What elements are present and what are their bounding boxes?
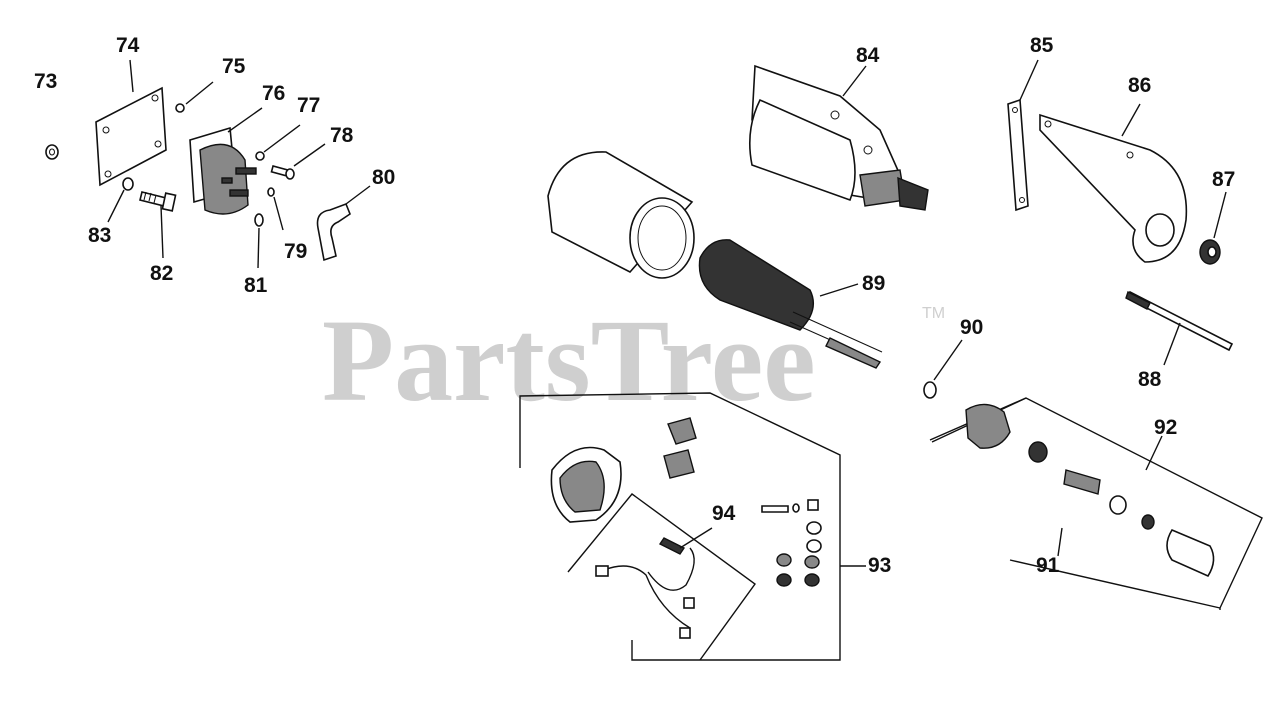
part-75-nut[interactable] [175,103,185,113]
callouts: 73 74 75 76 77 78 79 80 81 82 83 84 85 8… [34,34,1235,577]
part-79-washer[interactable] [267,187,275,197]
part-85-strap[interactable] [1007,98,1029,212]
part-86-bracket[interactable] [1039,113,1188,263]
callout-88[interactable]: 88 [1138,368,1162,391]
part-drive-pinion [965,403,1011,449]
callout-89[interactable]: 89 [862,272,885,295]
callout-91[interactable]: 91 [1036,554,1060,577]
part-hardware-set [761,499,822,587]
callout-78[interactable]: 78 [330,124,354,147]
callout-87[interactable]: 87 [1212,168,1235,191]
callout-81[interactable]: 81 [244,274,268,297]
part-89-armature[interactable] [698,239,883,369]
kit-93-outline [519,392,841,661]
watermark-text: PartsTree [322,295,816,426]
leaders-left [107,59,371,269]
part-74-gasket-plate[interactable] [95,86,167,187]
callout-77[interactable]: 77 [297,94,320,117]
part-drive-components [1028,441,1215,578]
part-brush-wiring [595,537,695,639]
callout-90[interactable]: 90 [960,316,983,339]
callout-74[interactable]: 74 [116,34,140,57]
callout-73[interactable]: 73 [34,70,57,93]
part-78-screw[interactable] [270,165,295,180]
part-82-bolt[interactable] [139,191,177,212]
callout-86[interactable]: 86 [1128,74,1151,97]
callout-82[interactable]: 82 [150,262,173,285]
callout-76[interactable]: 76 [262,82,285,105]
part-83-washer[interactable] [122,177,134,191]
callout-80[interactable]: 80 [372,166,395,189]
watermark-trademark: TM [922,305,945,322]
leaders-middle [819,59,1227,381]
callout-92[interactable]: 92 [1154,416,1177,439]
callout-79[interactable]: 79 [284,240,307,263]
callout-93[interactable]: 93 [868,554,891,577]
part-81-washer[interactable] [254,213,264,227]
leaders-bottom [679,435,1163,567]
part-88-through-bolt[interactable] [1125,290,1234,352]
callout-83[interactable]: 83 [88,224,111,247]
callout-75[interactable]: 75 [222,55,246,78]
part-90-washer[interactable] [923,381,937,399]
part-end-cap [550,446,622,523]
part-77-nut[interactable] [255,151,265,161]
callout-94[interactable]: 94 [712,502,736,525]
part-brush-holders [663,417,697,479]
part-motor-frame [547,151,695,279]
watermark: PartsTree TM [322,295,945,426]
part-73-washer[interactable] [45,144,59,160]
callout-84[interactable]: 84 [856,44,880,67]
callout-85[interactable]: 85 [1030,34,1054,57]
part-76-solenoid[interactable] [189,126,257,215]
part-87-washer[interactable] [1199,239,1221,265]
part-80-boot[interactable] [316,202,351,262]
part-84-starter-motor[interactable] [748,64,929,211]
